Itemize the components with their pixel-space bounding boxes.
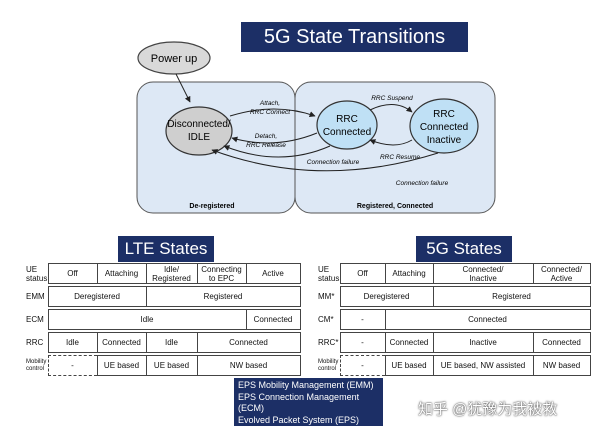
ecm-connected: Connected: [245, 309, 301, 330]
rrc-inactive-label-line2: Connected: [420, 122, 468, 133]
table-row: RRC Idle Connected Idle Connected: [24, 332, 301, 353]
detach-label-line2: RRC Release: [246, 142, 286, 149]
state-transition-diagram: Power up Disconnected/ IDLE RRC Connecte…: [136, 41, 496, 214]
table-row: EMM Deregistered Registered: [24, 286, 301, 307]
mm-label: MM*: [318, 292, 335, 301]
table-row: ECM Idle Connected: [24, 309, 301, 330]
cm-connected: Connected: [384, 309, 591, 330]
idle-state: [165, 106, 233, 156]
header-connected-inactive: Connected/Inactive: [432, 263, 534, 284]
watermark: 知乎 @犹豫为我被救: [418, 401, 558, 418]
connection-failure-label-2: Connection failure: [396, 180, 449, 187]
table-cell: Connected: [196, 332, 301, 353]
rrc-inactive-label-line3: Inactive: [427, 135, 462, 146]
connection-failure-arrow-1: [223, 145, 331, 158]
table-cell: -: [339, 309, 386, 330]
emm-registered: Registered: [145, 286, 301, 307]
rrc-connected-label-line1: RRC: [336, 114, 358, 125]
table-cell: -: [47, 355, 98, 376]
rrc-suspend-label: RRC Suspend: [371, 95, 413, 102]
rrc-connected-state: [316, 100, 378, 150]
deregistered-label: De-registered: [189, 203, 234, 210]
rrc-suspend-arrow: [369, 104, 413, 113]
page-title: 5G State Transitions: [241, 22, 468, 52]
ecm-idle: Idle: [47, 309, 247, 330]
mm-registered: Registered: [432, 286, 591, 307]
rrc-label: RRC: [26, 338, 44, 347]
table-cell: UE based, NW assisted: [432, 355, 534, 376]
emm-deregistered: Deregistered: [47, 286, 147, 307]
header-off: Off: [47, 263, 98, 284]
table-row: RRC* - Connected Inactive Connected: [316, 332, 591, 353]
table-row: CM* - Connected: [316, 309, 591, 330]
connection-failure-arrow-2: [211, 149, 439, 172]
table-cell: NW based: [196, 355, 301, 376]
header-attaching: Attaching: [96, 263, 147, 284]
rrc-inactive-state: [409, 98, 479, 154]
connection-failure-label-1: Connection failure: [307, 159, 360, 166]
legend-item: Evolved Packet System (EPS): [238, 414, 360, 425]
table-cell: NW based: [532, 355, 591, 376]
fiveg-states-title: 5G States: [416, 236, 512, 262]
table-cell: Inactive: [432, 332, 534, 353]
table-row: MM* Deregistered Registered: [316, 286, 591, 307]
cm-label: CM*: [318, 315, 334, 324]
ecm-label: ECM: [26, 315, 44, 324]
emm-label: EMM: [26, 292, 45, 301]
header-connected-active: Connected/Active: [532, 263, 591, 284]
table-cell: -: [339, 332, 386, 353]
power-up-label: Power up: [151, 53, 197, 65]
header-active: Active: [245, 263, 301, 284]
detach-label-line1: Detach,: [255, 133, 278, 140]
table-cell: Connected: [96, 332, 147, 353]
registered-label: Registered, Connected: [357, 203, 433, 210]
rrc-inactive-label-line1: RRC: [433, 109, 455, 120]
idle-label-line2: IDLE: [188, 132, 211, 143]
rrc-resume-label: RRC Resume: [380, 154, 420, 161]
lte-states-title: LTE States: [118, 236, 214, 262]
table-cell: UE based: [145, 355, 198, 376]
rrc-label: RRC*: [318, 338, 339, 347]
idle-label-line1: Disconnected/: [167, 119, 231, 130]
table-cell: Connected: [532, 332, 591, 353]
legend-item: EPS Connection Management (ECM): [238, 391, 360, 414]
legend-item: EPS Mobility Management (EMM): [238, 380, 374, 390]
abbreviation-legend: EPS Mobility Management (EMM) EPS Connec…: [234, 378, 383, 436]
power-up-arrow: [175, 73, 191, 103]
table-cell: Idle: [145, 332, 198, 353]
table-cell: UE based: [96, 355, 147, 376]
attach-label-line2: RRC Connect: [250, 109, 291, 116]
attach-label-line1: Attach,: [259, 100, 280, 107]
legend-item: Evolved Packet Core (EPC): [238, 426, 350, 436]
mm-deregistered: Deregistered: [339, 286, 434, 307]
table-cell: Idle: [47, 332, 98, 353]
table-cell: Connected: [384, 332, 434, 353]
header-off: Off: [339, 263, 386, 284]
attach-arrow: [229, 108, 316, 118]
detach-arrow: [231, 132, 318, 144]
table-cell: -: [339, 355, 386, 376]
power-up-state: [137, 41, 211, 75]
rrc-resume-arrow: [369, 139, 413, 146]
table-cell: UE based: [384, 355, 434, 376]
header-attaching: Attaching: [384, 263, 434, 284]
header-idle-registered: Idle/Registered: [145, 263, 198, 284]
rrc-connected-label-line2: Connected: [323, 127, 371, 138]
